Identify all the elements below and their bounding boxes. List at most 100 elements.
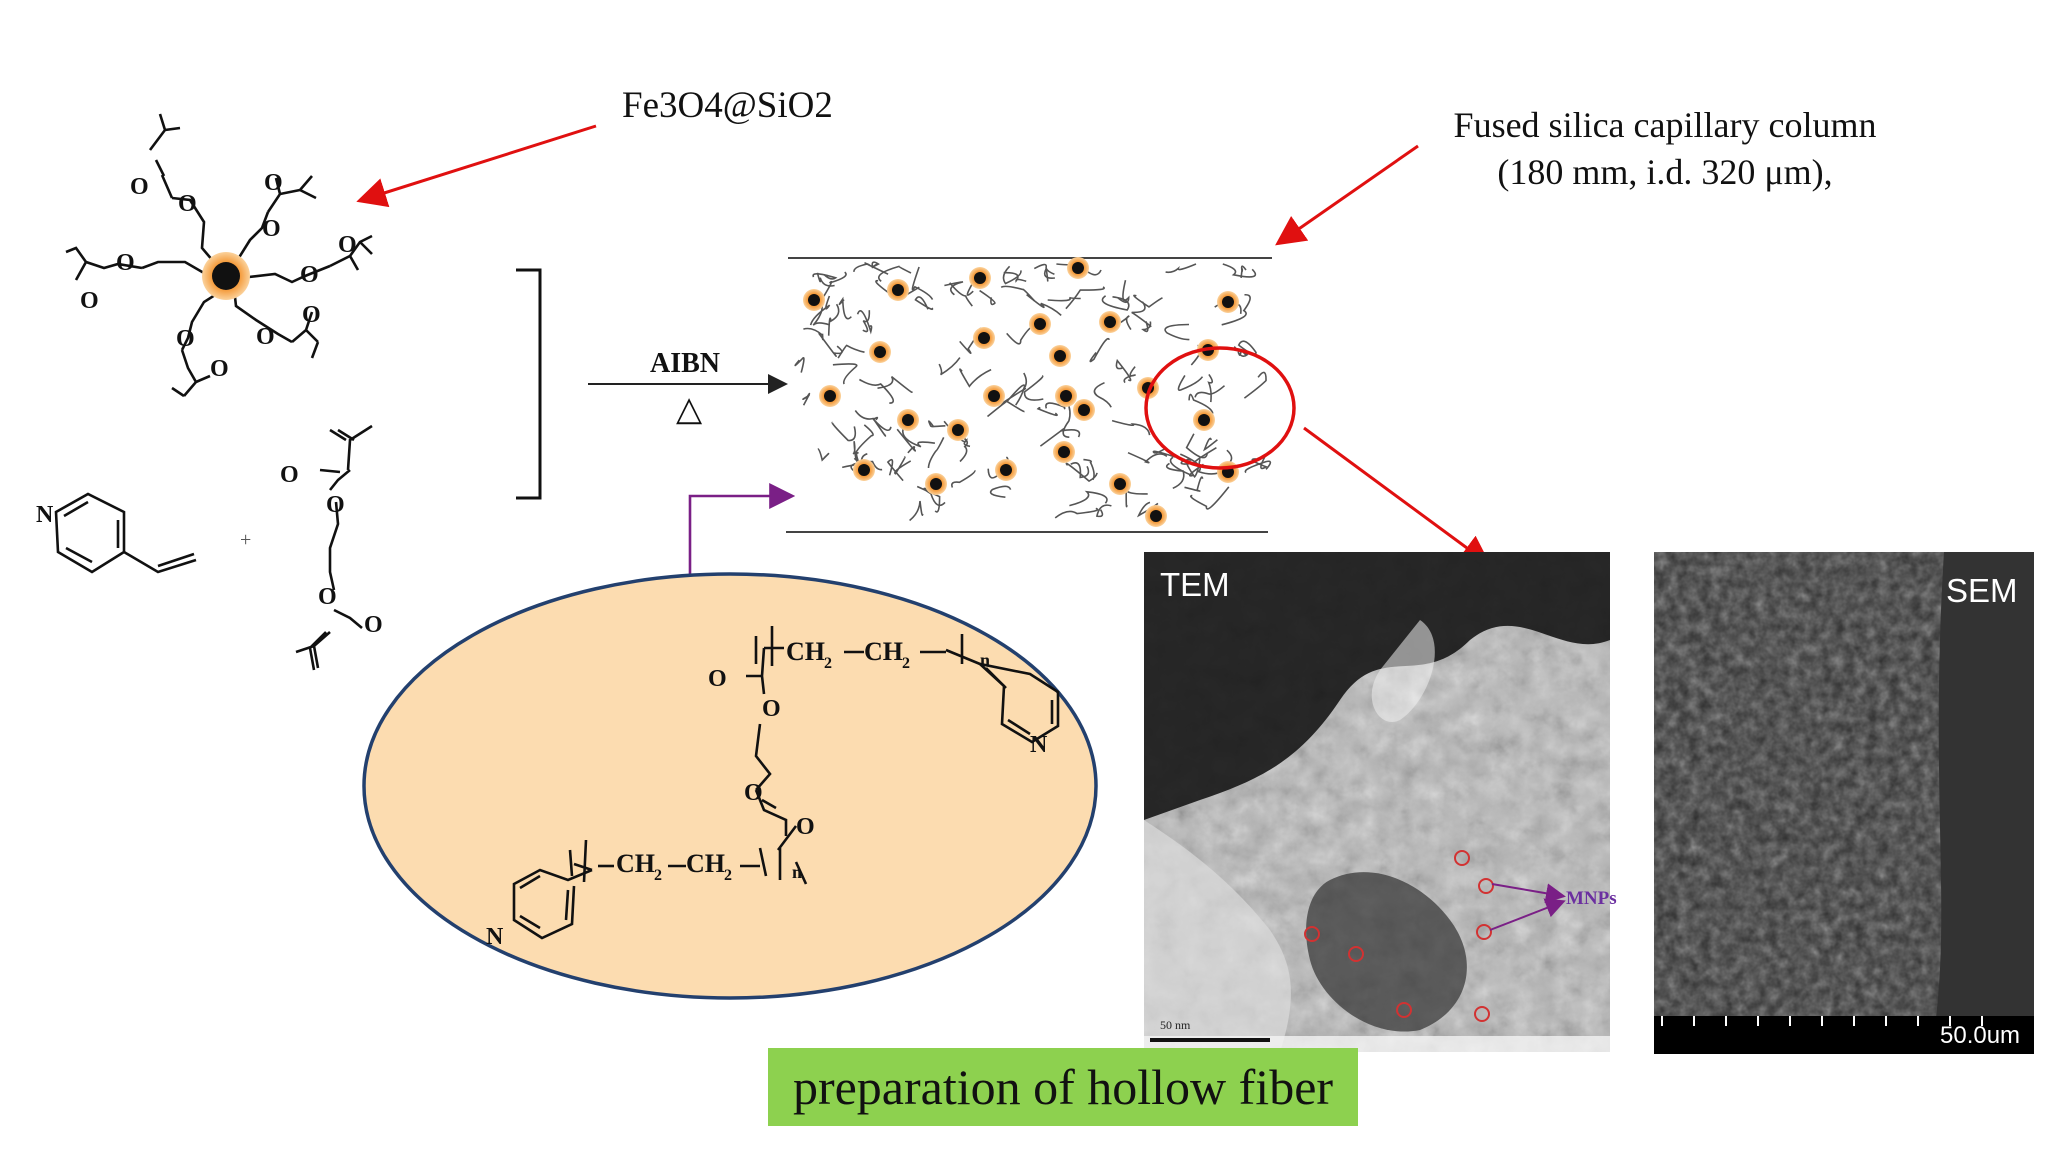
polymer-strand xyxy=(854,424,874,455)
polymer-strand xyxy=(1000,285,1035,302)
polymer-strand xyxy=(1127,451,1168,464)
magnetic-particle xyxy=(902,414,914,426)
polymer-strand xyxy=(944,281,964,296)
polymer-strand xyxy=(1221,293,1251,326)
polymer-strand xyxy=(1189,486,1230,510)
repeat-ch2: CH xyxy=(864,637,903,666)
polymer-strand xyxy=(1251,454,1268,470)
atom-n: N xyxy=(486,924,504,950)
polymer-strand xyxy=(1165,263,1197,274)
polymer-strand xyxy=(850,460,883,472)
polymer-strand xyxy=(1117,280,1130,304)
polymer-strand xyxy=(1111,419,1151,436)
polymer-strand xyxy=(838,296,852,320)
polymer-strand xyxy=(802,392,811,406)
atom-o: O xyxy=(708,666,727,692)
polymer-strand xyxy=(1039,427,1081,447)
polymer-strand xyxy=(1095,504,1112,518)
core-pointer-arrow xyxy=(356,124,597,208)
polymer-strand xyxy=(854,410,887,437)
polymer-structure xyxy=(512,626,1060,940)
core-label: Fe3O4@SiO2 xyxy=(622,85,833,126)
polymer-strand xyxy=(1000,372,1028,405)
polymer-strand xyxy=(1244,460,1272,474)
polymer-strand xyxy=(1222,263,1257,278)
mnps-label: MNPs xyxy=(1566,888,1617,909)
polymer-labels: CH 2 CH 2 n O O O O N CH 2 CH 2 n N xyxy=(486,637,1048,950)
magnetic-particle xyxy=(1058,446,1070,458)
polymer-strand xyxy=(949,282,973,307)
atom-o: O xyxy=(116,250,135,276)
polymer-strand xyxy=(1152,448,1176,458)
magnetic-particle xyxy=(952,424,964,436)
atom-o: O xyxy=(302,302,321,328)
atom-o: O xyxy=(262,216,281,242)
polymer-strand xyxy=(1026,293,1062,316)
polymer-strand xyxy=(894,456,912,475)
polymer-strand xyxy=(827,303,840,336)
atom-o: O xyxy=(300,262,319,288)
reactants-bracket xyxy=(516,268,542,500)
sem-image xyxy=(1654,552,2034,1054)
tem-label: TEM xyxy=(1160,566,1230,603)
magnetic-particle xyxy=(892,284,904,296)
column-pointer-arrow xyxy=(1275,144,1419,246)
repeat-ch2: CH xyxy=(616,849,655,878)
caption-box: preparation of hollow fiber xyxy=(768,1048,1358,1126)
polymer-strand xyxy=(1047,296,1081,302)
atom-o: O xyxy=(176,326,195,352)
polymer-strand xyxy=(1185,433,1208,459)
polymer-strand xyxy=(837,344,865,359)
capillary-column xyxy=(786,257,1272,533)
magnetic-particle xyxy=(1114,478,1126,490)
plus-sign: + xyxy=(240,529,251,551)
polymer-strand xyxy=(909,500,924,522)
initiator-label: AIBN xyxy=(650,348,720,379)
polymer-strand xyxy=(1169,456,1204,477)
tem-scale-label: 50 nm xyxy=(1160,1018,1191,1032)
polymer-strand xyxy=(822,271,847,299)
column-label-line2: (180 mm, i.d. 320 μm), xyxy=(1497,152,1833,192)
atom-o: O xyxy=(178,191,197,217)
repeat-n: n xyxy=(792,862,802,882)
polymer-strand xyxy=(1036,406,1058,417)
polymer-strand xyxy=(832,363,858,385)
magnetic-particle xyxy=(1000,464,1012,476)
polymer-strand xyxy=(861,310,871,333)
atom-o: O xyxy=(762,696,781,722)
polymer-strand xyxy=(1089,337,1110,363)
polymer-strand xyxy=(1101,295,1130,311)
atom-n: N xyxy=(1030,732,1048,758)
caption-text: preparation of hollow fiber xyxy=(792,1059,1334,1115)
polymer-strand xyxy=(886,458,904,482)
atom-o: O xyxy=(264,170,283,196)
functionalized-core-molecule xyxy=(65,113,373,398)
polymer-strand xyxy=(1202,437,1218,452)
repeat-ch2: CH xyxy=(686,849,725,878)
magnetic-particle xyxy=(930,478,942,490)
polymer-strand xyxy=(1002,265,1022,285)
polymer-strand xyxy=(896,428,916,454)
atom-o: O xyxy=(80,288,99,314)
vinylpyridine-nitrogen: N xyxy=(36,502,54,528)
polymer-strand xyxy=(831,421,857,442)
magnetic-particle xyxy=(1054,350,1066,362)
polymer-strand xyxy=(809,295,831,326)
polymer-strand xyxy=(1207,373,1214,403)
polymer-strand xyxy=(938,357,961,376)
repeat-ch2-subscript: 2 xyxy=(824,655,832,672)
sem-scale-label: 50.0um xyxy=(1940,1022,2021,1049)
polymer-strand xyxy=(794,357,805,373)
polymer-strand xyxy=(1093,381,1112,408)
polymer-strand xyxy=(1033,263,1049,282)
magnetic-particle xyxy=(808,294,820,306)
polymer-strand xyxy=(1065,286,1105,310)
polymer-strand xyxy=(1062,400,1071,438)
magnetic-particle xyxy=(1104,316,1116,328)
atom-o: O xyxy=(326,492,345,518)
polymer-strand xyxy=(1123,366,1136,384)
column-label-line1: Fused silica capillary column xyxy=(1453,105,1877,145)
heat-symbol: △ xyxy=(676,391,703,428)
repeat-ch2-subscript: 2 xyxy=(902,655,910,672)
